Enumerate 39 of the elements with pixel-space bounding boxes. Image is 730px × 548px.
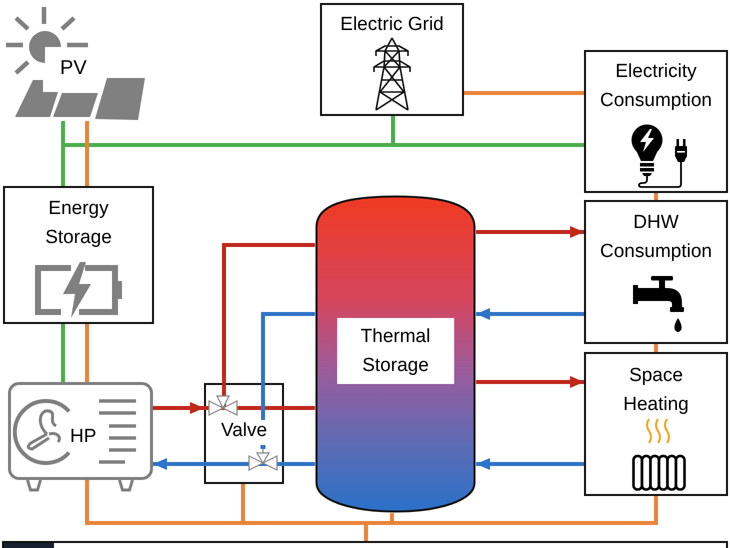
- component-box: [3, 186, 154, 324]
- connector-line: [464, 91, 584, 95]
- connector-line: [392, 496, 658, 525]
- connector-line: [476, 308, 584, 320]
- connector-line: [261, 312, 315, 383]
- connector-line: [476, 376, 584, 388]
- node-label: Electric Grid: [340, 13, 444, 37]
- connector-line: [241, 484, 245, 523]
- node-label: Thermal Storage: [336, 318, 454, 384]
- connector-line: [85, 121, 89, 186]
- component-box: [584, 200, 728, 344]
- connector-line: [391, 116, 395, 145]
- component-box: [320, 3, 464, 116]
- connector-line: [654, 344, 658, 352]
- connector-line: [61, 324, 65, 382]
- connector-line: [85, 324, 89, 382]
- connector-line: [476, 458, 584, 470]
- node-label: DHW Consumption: [600, 211, 712, 264]
- node-label: Valve: [220, 419, 268, 443]
- connector-line: [284, 406, 315, 410]
- node-label: Space Heating: [623, 364, 689, 417]
- connector-line: [476, 226, 584, 238]
- component-box: [2, 541, 728, 548]
- node-label: HP: [70, 425, 96, 449]
- storage-tank: [315, 195, 476, 513]
- connector-line: [366, 521, 392, 525]
- node-label: Electricity Consumption: [600, 60, 712, 113]
- connector-line: [654, 193, 658, 200]
- node-label: PV: [60, 56, 87, 80]
- connector-line: [222, 243, 315, 383]
- connector-line: [61, 145, 65, 186]
- component-box: [584, 50, 728, 193]
- node-label: Energy Storage: [45, 197, 112, 250]
- connector-line: [390, 513, 394, 523]
- connector-line: [153, 402, 204, 414]
- component-box: [584, 352, 728, 496]
- connector-line: [284, 462, 315, 466]
- component-box: [204, 383, 284, 484]
- connector-line: [153, 458, 204, 470]
